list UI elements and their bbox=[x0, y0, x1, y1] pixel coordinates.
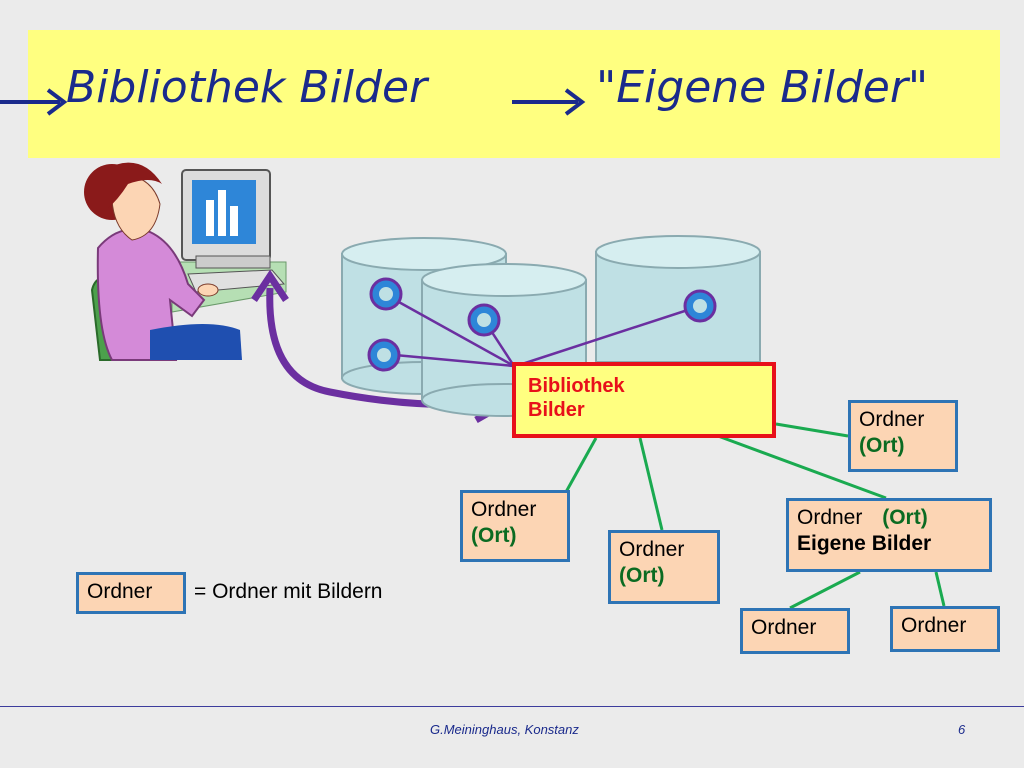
title-arrow-left bbox=[0, 88, 68, 116]
folder-box: Ordner (Ort) bbox=[848, 400, 958, 472]
legend-folder-box: Ordner bbox=[76, 572, 186, 614]
folder-location: (Ort) bbox=[619, 564, 665, 587]
node-connectors bbox=[383, 294, 701, 368]
folder-location: (Ort) bbox=[859, 434, 905, 457]
folder-box: Ordner (Ort) bbox=[460, 490, 570, 562]
person-computer-illustration bbox=[84, 162, 287, 361]
storage-node bbox=[367, 338, 401, 372]
folder-label: Ordner bbox=[619, 538, 685, 561]
folder-label: Ordner bbox=[751, 616, 817, 639]
folder-label: Ordner bbox=[797, 506, 863, 529]
folder-location: (Ort) bbox=[882, 506, 928, 529]
folder-name-eigene-bilder: Eigene Bilder bbox=[797, 532, 932, 555]
folder-box: Ordner bbox=[890, 606, 1000, 652]
storage-node bbox=[369, 277, 403, 311]
library-box: Bibliothek Bilder bbox=[512, 362, 776, 438]
library-label-line2: Bilder bbox=[528, 399, 585, 421]
title-target: "Eigene Bilder" bbox=[596, 62, 929, 113]
storage-node bbox=[467, 303, 501, 337]
title-source: Bibliothek Bilder bbox=[66, 62, 428, 113]
title-bar bbox=[28, 30, 1000, 158]
folder-box: Ordner (Ort) bbox=[608, 530, 720, 604]
legend-text: = Ordner mit Bildern bbox=[194, 580, 383, 603]
storage-node bbox=[683, 289, 717, 323]
library-label-line1: Bibliothek bbox=[528, 375, 625, 397]
footer-divider bbox=[0, 706, 1024, 707]
folder-box: Ordner bbox=[740, 608, 850, 654]
folder-location: (Ort) bbox=[471, 524, 517, 547]
folder-label: Ordner bbox=[859, 408, 925, 431]
folder-connectors bbox=[564, 422, 946, 610]
legend-folder-label: Ordner bbox=[87, 580, 153, 603]
folder-box-eigene-bilder: Ordner (Ort) Eigene Bilder bbox=[786, 498, 992, 572]
folder-label: Ordner bbox=[471, 498, 537, 521]
folder-label: Ordner bbox=[901, 614, 967, 637]
footer-page-number: 6 bbox=[958, 722, 966, 737]
footer-author: G.Meininghaus, Konstanz bbox=[430, 722, 579, 737]
title-arrow-middle bbox=[512, 88, 586, 116]
database-cylinder-right bbox=[595, 235, 761, 363]
